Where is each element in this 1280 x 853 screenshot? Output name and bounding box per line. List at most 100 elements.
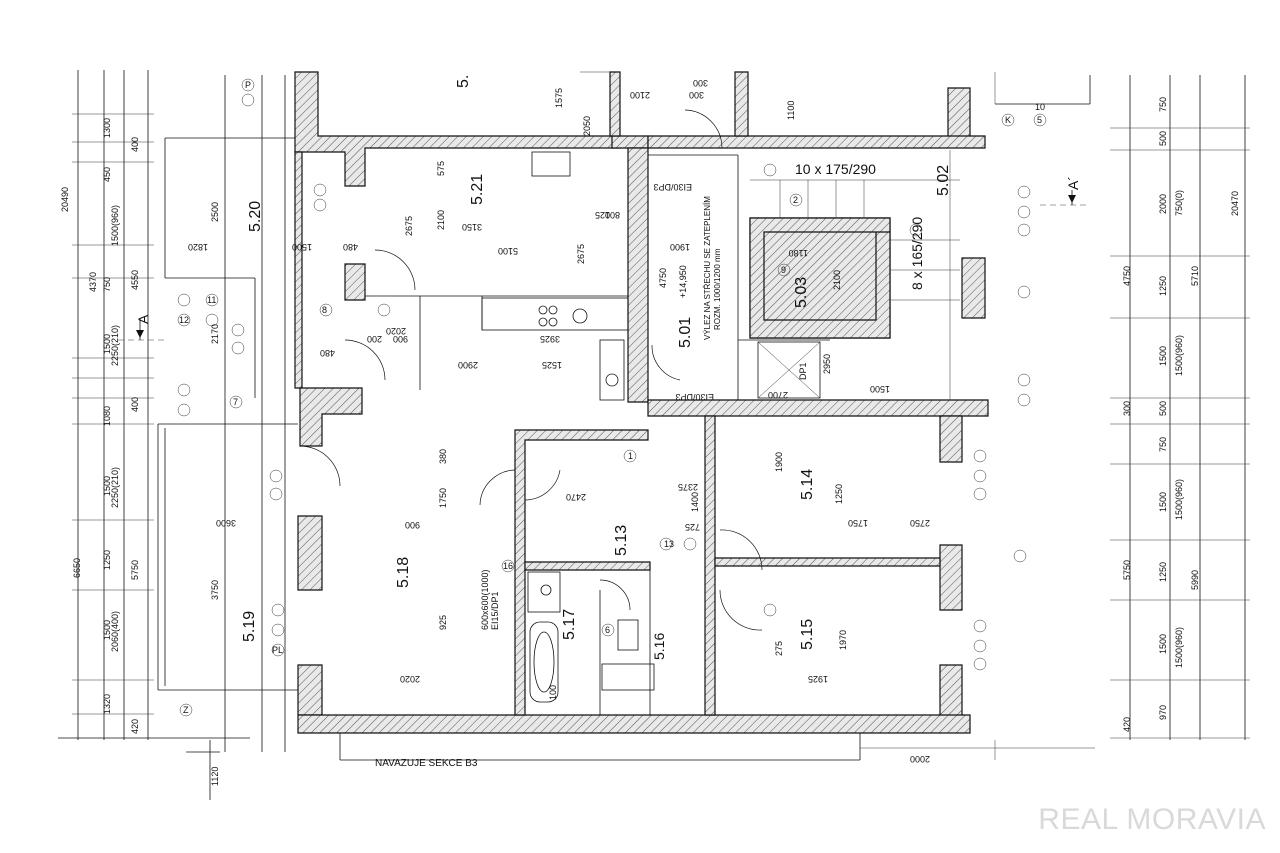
room-label-5-20: 5.20 [247,201,264,232]
dim-inner: 1750 [848,518,868,528]
dim-inner: 2675 [404,216,414,236]
dim-left-mid-11: 1500 [102,620,112,640]
dim-left-mid-12: 2060(400) [110,611,120,652]
dim-inner: 480 [320,348,335,358]
tag-label: 6 [605,625,610,635]
continuation-note: NAVAZUJE SEKCE B3 [375,758,478,769]
dim-left-mid-0: 1300 [102,118,112,138]
dim-left-inner-1: 5750 [130,560,140,580]
dim-left-inner-0: 4550 [130,270,140,290]
dim-left-mid-8: 1500 [102,476,112,496]
dim-inner: 2950 [822,354,832,374]
room-label-5-02: 5.02 [935,165,952,196]
dim-inner: 2000 [910,754,930,764]
left-dimension-lines [58,70,250,800]
dim-inner: 1500 [292,242,312,252]
dim-inner: 2375 [678,482,698,492]
dim-right-16: 1500(960) [1174,627,1184,668]
dp1-note: DP1 [798,362,808,380]
dim-right-7: 1500(960) [1174,335,1184,376]
tag-label: 16 [503,561,513,571]
dim-inner: 4750 [658,268,668,288]
dim-left-mid-5: 2250(210) [110,325,120,366]
dim-left-top: 4370 [88,272,98,292]
section-a-label: A [135,314,151,324]
room-label-5-16: 5.16 [651,633,667,660]
dim-inner: 2750 [910,518,930,528]
dim-right-15: 1500 [1158,634,1168,654]
dim-inner: 2100 [436,210,446,230]
room-label-5-17: 5.17 [561,609,578,640]
dim-right-12: 1500(960) [1174,479,1184,520]
dim-right-8: 300 [1122,401,1132,416]
dim-right-2: 2000 [1158,194,1168,214]
dim-left-inner-3: 400 [130,137,140,152]
dim-right-9: 500 [1158,401,1168,416]
hatch-class-note: EI15/DP1 [490,591,500,630]
dim-right-10: 750 [1158,437,1168,452]
room-label-5-18: 5.18 [395,557,412,588]
door-class-bottom: EI30/DP3 [675,392,714,402]
dim-right-17: 970 [1158,705,1168,720]
tag-label: 11 [207,295,216,305]
dim-right-1: 500 [1158,131,1168,146]
top-edge-lines [224,71,1095,760]
room-label-5-13: 5.13 [613,525,630,556]
dim-inner: 1970 [838,630,848,650]
dim-inner: 1900 [670,242,690,252]
tag-label: 2 [793,195,798,205]
dim-inner: 2675 [576,244,586,264]
dim-inner: 1500 [870,384,890,394]
dim-right-19: 20470 [1230,191,1240,216]
dim-left-mid-7: 1080 [102,406,112,426]
dim-inner: 800 [605,210,620,220]
room-label-5-03: 5.03 [793,277,810,308]
dim-inner: 275 [774,641,784,656]
dim-inner: 2470 [566,492,586,502]
dim-right-18: 420 [1122,717,1132,732]
dim-inner: 3925 [540,334,560,344]
dim-inner: 925 [438,615,448,630]
dim-inner: 2500 [210,202,220,222]
dim-left-mid-10: 1250 [102,550,112,570]
dim-inner: 1575 [554,88,564,108]
dim-left-mid-13: 1320 [102,694,112,714]
tag-label: 7 [233,397,238,407]
dim-left-inner-4: 400 [130,397,140,412]
level-note: +14,950 [678,265,688,298]
dim-inner: 1750 [438,488,448,508]
dim-inner: 300 [693,78,708,88]
dim-inner: 2700 [768,390,788,400]
dim-inner: 2050 [582,116,592,136]
watermark: REAL MORAVIA [1038,803,1266,836]
dim-left-mid-2: 1500(960) [110,205,120,246]
room-label-5-19: 5.19 [241,611,258,642]
dim-right-3: 750(0) [1174,190,1184,216]
dim-right-13: 5750 [1122,560,1132,580]
dim-left-mid-1: 450 [102,167,112,182]
dim-inner: 3150 [462,222,482,232]
dim-inner: 3750 [210,580,220,600]
room-label-5-01: 5.01 [677,317,694,348]
dim-right-21: 5990 [1190,570,1200,590]
tag-label: Z [183,705,189,715]
dim-left-mid-3: 750 [102,277,112,292]
dim-inner: 2170 [210,324,220,344]
dim-inner: 1525 [542,360,562,370]
dim-inner: 2020 [386,326,406,336]
hatch-size-note: 600x600(1000) [480,569,490,630]
dim-inner: 200 [367,334,382,344]
dim-right-6: 1500 [1158,346,1168,366]
room-label-5-top: 5. [455,75,472,88]
dim-left-mid-9: 2250(210) [110,467,120,508]
tag-bubbles [177,78,1047,717]
dim-left-total: 20490 [60,187,70,212]
dim-left-inner-2: 420 [130,719,140,734]
dim-inner: 2900 [458,360,478,370]
dim-inner: 1925 [808,674,828,684]
dim-inner: 1250 [834,484,844,504]
dim-right-0: 750 [1158,97,1168,112]
dim-left-mid-4: 1500 [102,334,112,354]
dim-right-4: 4750 [1122,266,1132,286]
